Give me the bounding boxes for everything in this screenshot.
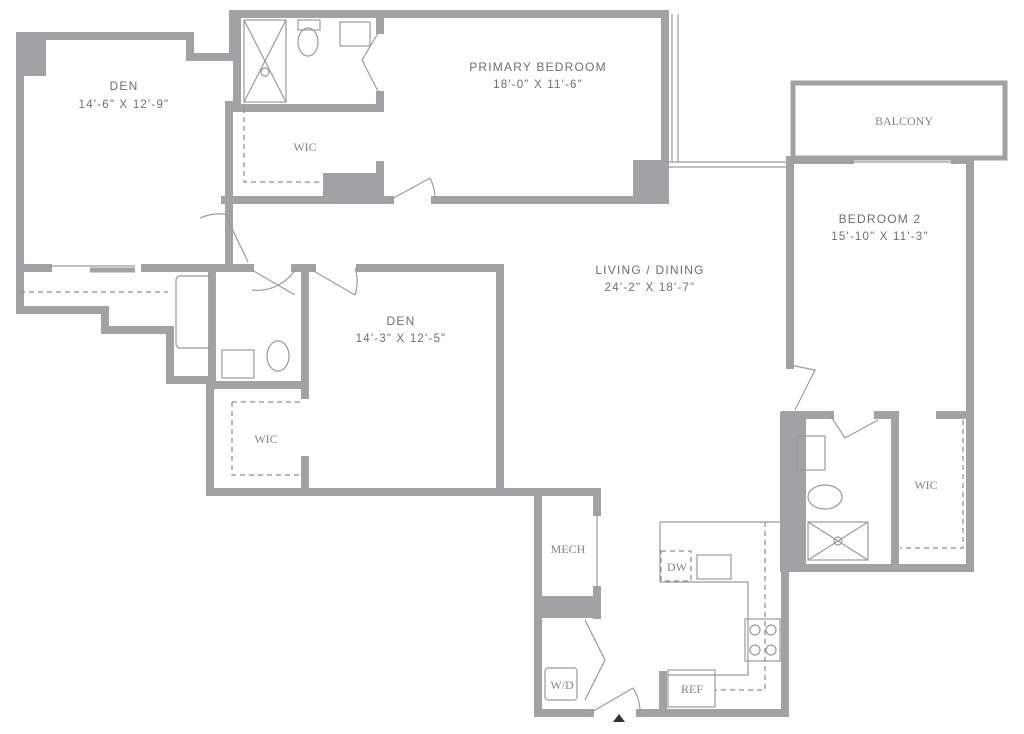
label-dw: DW [667, 560, 688, 574]
toilet-icon [807, 484, 843, 510]
room-name-living-dining: LIVING / DINING [595, 263, 704, 277]
room-name-primary-bedroom: PRIMARY BEDROOM [469, 60, 607, 74]
room-dims-bedroom-2: 15'-10" X 11'-3" [831, 231, 928, 243]
sink-icon [339, 21, 371, 47]
refrigerator-icon [667, 669, 716, 708]
room-dims-primary-bedroom: 18'-0" X 11'-6" [493, 79, 583, 91]
label-wic-bedroom2: WIC [914, 478, 937, 492]
doors [48, 29, 879, 714]
room-dims-den-center: 14'-3" X 12'-5" [356, 333, 447, 345]
toilet-icon [297, 27, 319, 57]
walls [16, 10, 1008, 717]
shower-icon [243, 19, 287, 103]
fixtures [20, 19, 964, 722]
entry-arrow-icon [613, 714, 625, 722]
label-wic-den: WIC [254, 432, 277, 446]
dishwasher-outline [660, 550, 692, 582]
room-dims-living-dining: 24'-2" X 18'-7" [605, 282, 696, 294]
kitchen-sink-icon [696, 554, 732, 580]
label-wic-primary: WIC [293, 140, 316, 154]
washer-dryer-icon [544, 667, 578, 701]
room-name-den-center: DEN [387, 314, 416, 328]
room-name-balcony: BALCONY [875, 114, 933, 128]
sink-icon [796, 435, 826, 471]
label-wd: W/D [550, 678, 574, 692]
shower-icon [807, 521, 869, 561]
toilet-icon [266, 340, 290, 372]
label-mech: MECH [551, 542, 586, 556]
sink-icon [221, 349, 255, 379]
room-name-den-left: DEN [110, 79, 139, 93]
room-dims-den-left: 14'-6" X 12'-9" [79, 99, 170, 111]
label-ref: REF [681, 682, 703, 696]
room-labels: DEN 14'-6" X 12'-9" PRIMARY BEDROOM 18'-… [79, 60, 938, 696]
cooktop-icon [744, 618, 781, 662]
room-name-bedroom-2: BEDROOM 2 [839, 212, 922, 226]
bathtub-icon [175, 275, 213, 349]
